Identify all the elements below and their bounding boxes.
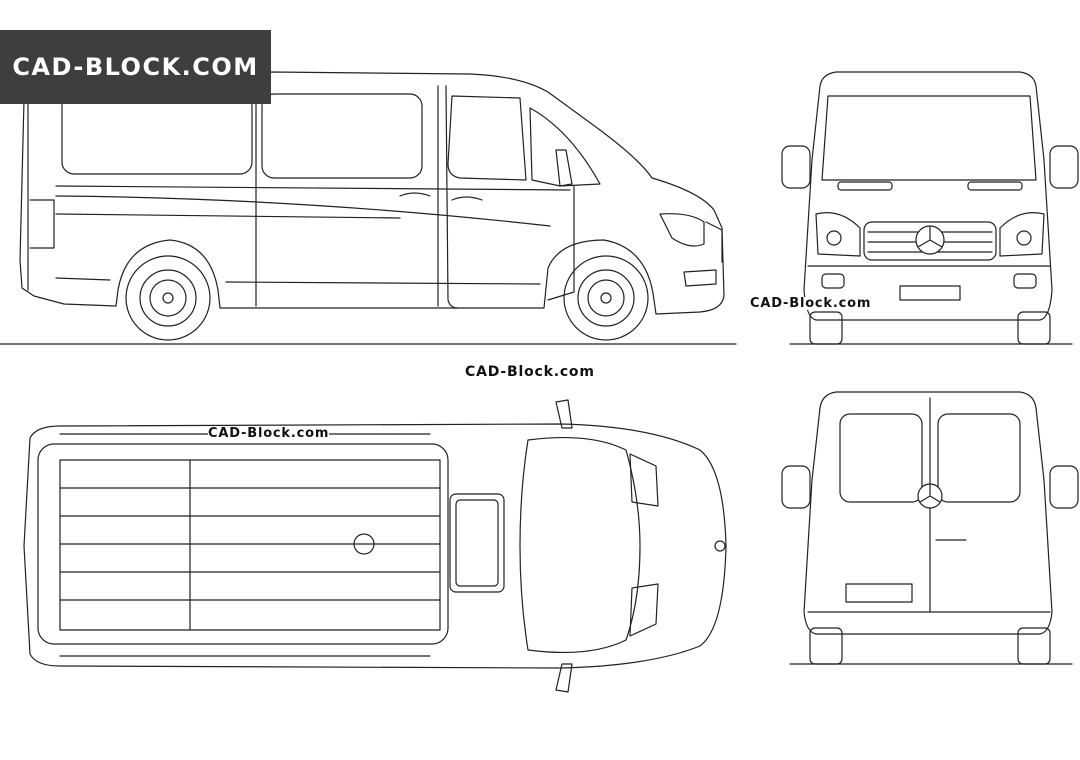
rear-tire-right — [1018, 628, 1050, 664]
front-mirror-right — [1050, 146, 1078, 188]
side-sill-rear — [56, 278, 110, 280]
front-mirror-left — [782, 146, 810, 188]
side-headlamp — [660, 214, 704, 246]
side-window-rear — [62, 94, 252, 174]
watermark-center: CAD-Block.com — [465, 364, 595, 380]
watermark-front-view: CAD-Block.com — [750, 296, 872, 311]
side-door-line-3 — [446, 86, 458, 308]
front-vent-left — [838, 182, 892, 190]
side-body-outline — [20, 72, 724, 314]
front-tire-left — [810, 312, 842, 344]
side-view — [0, 72, 736, 344]
side-mirror — [556, 150, 572, 186]
top-body-outline — [24, 424, 726, 668]
top-roof-vent — [354, 534, 374, 554]
wheel-icon — [564, 256, 648, 340]
front-windshield — [822, 96, 1036, 180]
front-view — [782, 72, 1078, 344]
mercedes-star-icon — [916, 226, 944, 254]
watermark-top-view: CAD-Block.com — [208, 426, 330, 441]
side-beltline — [56, 186, 570, 190]
wheel-icon — [126, 256, 210, 340]
top-roof — [38, 444, 448, 644]
side-fog-lamp — [684, 270, 716, 286]
logo-text: CAD-BLOCK.COM — [12, 53, 259, 81]
side-crease-2 — [56, 214, 400, 218]
front-grille — [864, 222, 996, 260]
logo-banner[interactable]: CAD-BLOCK.COM — [0, 30, 271, 104]
top-vent-right — [630, 584, 658, 636]
top-mirror-right — [556, 664, 572, 692]
rear-tire-left — [810, 628, 842, 664]
rear-mirror-left — [782, 466, 810, 508]
side-handle-2 — [452, 197, 482, 200]
top-roof-panel — [60, 460, 440, 630]
front-body-outline — [804, 72, 1052, 320]
rear-window-left — [840, 414, 922, 502]
rear-mirror-right — [1050, 466, 1078, 508]
side-handle-1 — [400, 193, 430, 196]
mercedes-star-icon — [715, 541, 725, 551]
rear-body-outline — [804, 392, 1052, 634]
front-tire-right — [1018, 312, 1050, 344]
top-sunroof — [450, 494, 504, 592]
rear-view — [782, 392, 1078, 664]
top-mirror-left — [556, 400, 572, 428]
side-window-cab — [530, 108, 600, 186]
top-vent-left — [630, 454, 658, 506]
rear-window-right — [938, 414, 1020, 502]
front-headlamp-left — [816, 213, 860, 256]
front-vent-right — [968, 182, 1022, 190]
side-sill — [226, 282, 540, 284]
front-headlamp-right — [1000, 213, 1044, 256]
mercedes-star-icon — [918, 484, 942, 508]
front-plate — [900, 286, 960, 300]
side-grille-edge — [706, 222, 722, 262]
side-window-front-door — [448, 96, 526, 180]
front-fog-left — [822, 274, 844, 288]
side-rear-lamp — [30, 200, 54, 248]
top-windshield — [520, 438, 640, 653]
side-door-line-4 — [548, 186, 574, 300]
side-crease — [56, 196, 550, 226]
side-window-middle — [262, 94, 422, 178]
top-view — [24, 400, 726, 692]
front-fog-right — [1014, 274, 1036, 288]
rear-plate — [846, 584, 912, 602]
